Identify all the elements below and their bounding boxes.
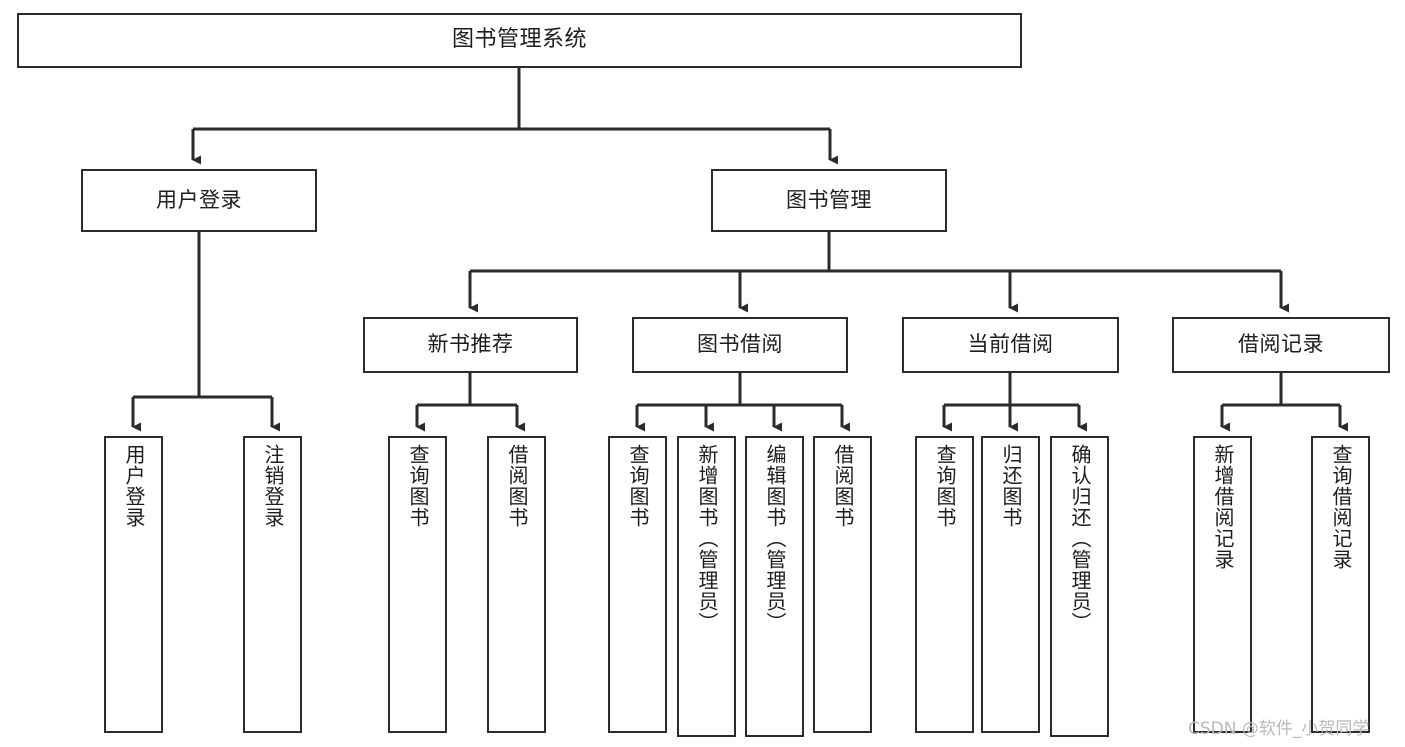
node-label: 查询借阅记录 (1329, 444, 1353, 570)
node-label: 借阅图书 (831, 444, 855, 528)
node-book-management[interactable]: 图书管理 (711, 169, 947, 232)
leaf-user-login-login[interactable]: 用户登录 (104, 436, 163, 733)
node-current-borrow[interactable]: 当前借阅 (902, 317, 1119, 373)
node-label: 新增图书（管理员） (695, 444, 719, 633)
leaf-book-borrow-query-book[interactable]: 查询图书 (608, 436, 667, 733)
leaf-borrow-record-add-record[interactable]: 新增借阅记录 (1193, 436, 1252, 733)
node-label: 图书管理 (786, 187, 872, 212)
node-label: 新增借阅记录 (1211, 444, 1235, 570)
node-label: 用户登录 (122, 444, 146, 528)
node-label: 用户登录 (156, 187, 242, 212)
node-label: 新书推荐 (427, 332, 514, 357)
node-label: 借阅记录 (1238, 332, 1324, 357)
leaf-new-book-query-book[interactable]: 查询图书 (388, 436, 447, 733)
node-label: 图书管理系统 (451, 27, 587, 53)
node-user-login[interactable]: 用户登录 (81, 169, 317, 232)
node-label: 图书借阅 (697, 332, 783, 357)
node-label: 查询图书 (406, 444, 430, 528)
leaf-current-borrow-return-book[interactable]: 归还图书 (981, 436, 1040, 733)
leaf-new-book-borrow-book[interactable]: 借阅图书 (487, 436, 546, 733)
node-label: 借阅图书 (505, 444, 529, 528)
node-new-book-recommend[interactable]: 新书推荐 (363, 317, 578, 373)
node-borrow-record[interactable]: 借阅记录 (1172, 317, 1390, 373)
leaf-book-borrow-edit-book-admin[interactable]: 编辑图书（管理员） (745, 436, 804, 737)
node-label: 查询图书 (626, 444, 650, 528)
leaf-book-borrow-borrow-book[interactable]: 借阅图书 (813, 436, 872, 733)
node-label: 查询图书 (933, 444, 957, 528)
node-book-borrow[interactable]: 图书借阅 (632, 317, 848, 373)
node-label: 编辑图书（管理员） (763, 444, 787, 633)
leaf-borrow-record-query-record[interactable]: 查询借阅记录 (1311, 436, 1370, 733)
node-label: 当前借阅 (967, 332, 1054, 357)
csdn-watermark: CSDN @软件_小贺同学 (1188, 719, 1370, 739)
leaf-current-borrow-query-book[interactable]: 查询图书 (915, 436, 974, 733)
node-label: 归还图书 (999, 444, 1023, 528)
node-label: 确认归还（管理员） (1068, 444, 1092, 633)
leaf-user-login-logout[interactable]: 注销登录 (243, 436, 302, 733)
leaf-current-borrow-confirm-return-admin[interactable]: 确认归还（管理员） (1050, 436, 1109, 737)
node-root-system[interactable]: 图书管理系统 (17, 13, 1022, 68)
node-label: 注销登录 (261, 444, 285, 528)
leaf-book-borrow-add-book-admin[interactable]: 新增图书（管理员） (677, 436, 736, 737)
